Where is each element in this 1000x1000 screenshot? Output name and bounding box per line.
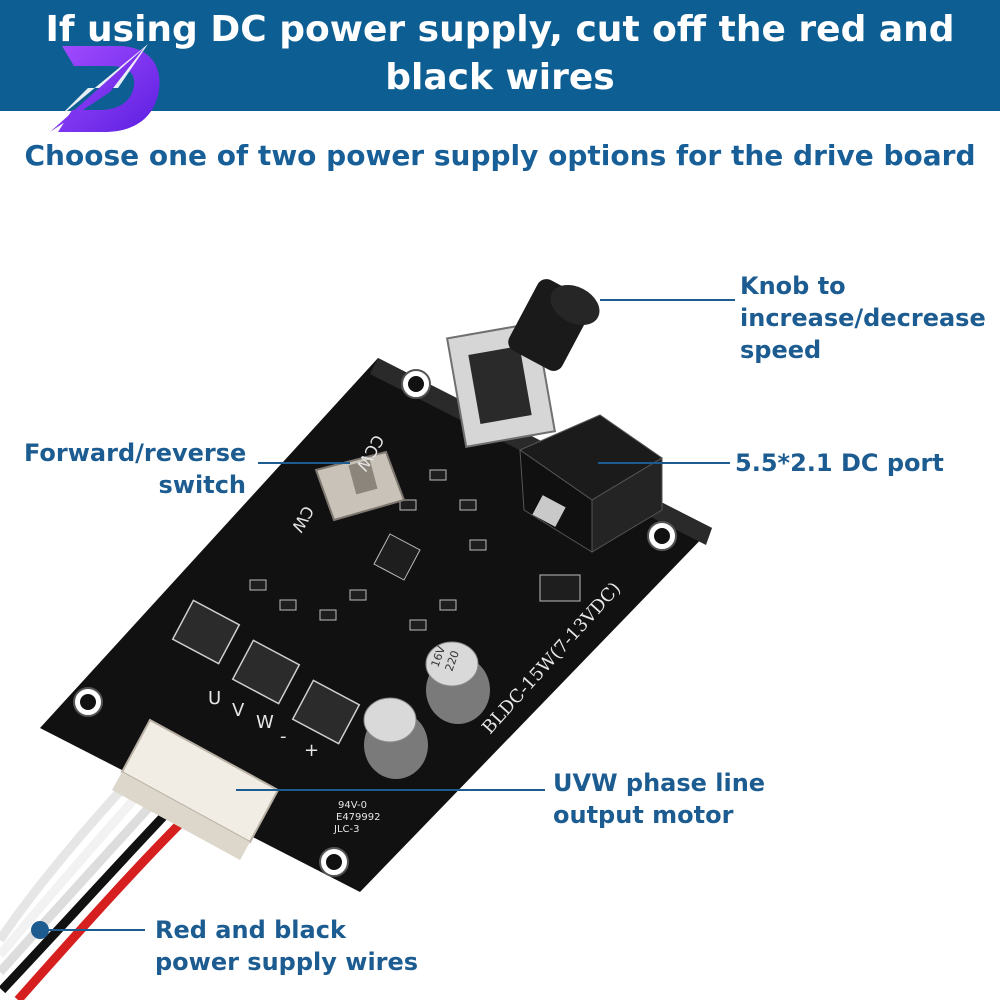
callout-uvw: UVW phase line output motor — [553, 767, 765, 831]
mounting-holes — [73, 369, 677, 877]
wire-marker-dot — [31, 921, 49, 939]
pin-label-v: V — [232, 700, 245, 721]
callout-knob-line3: speed — [740, 336, 822, 364]
brand-logo-icon — [50, 44, 160, 132]
dc-power-jack[interactable] — [518, 414, 663, 553]
banner-title-line1: If using DC power supply, cut off the re… — [45, 9, 955, 50]
banner-title-line2: black wires — [385, 57, 615, 98]
callout-uvw-line2: output motor — [553, 801, 734, 829]
banner-title: If using DC power supply, cut off the re… — [0, 6, 1000, 102]
pin-label-neg: - — [280, 726, 287, 747]
callout-knob-line1: Knob to — [740, 272, 846, 300]
callout-lines — [42, 299, 735, 931]
cert-line3: JLC-3 — [333, 824, 359, 835]
pin-label-pos: + — [304, 740, 319, 761]
callout-forward-reverse: Forward/reverse switch — [24, 437, 246, 501]
callout-fwd-line2: switch — [158, 471, 246, 499]
callout-fwd-line1: Forward/reverse — [24, 439, 247, 467]
pin-label-w: W — [256, 712, 274, 733]
callout-dc-port: 5.5*2.1 DC port — [735, 447, 944, 479]
uvw-connector — [112, 718, 280, 860]
header-banner: If using DC power supply, cut off the re… — [0, 0, 1000, 111]
callout-power-wires: Red and black power supply wires — [155, 914, 418, 978]
cert-line2: E479992 — [336, 812, 381, 823]
callout-dc-line1: 5.5*2.1 DC port — [735, 449, 944, 477]
callout-knob-line2: increase/decrease — [740, 304, 986, 332]
direction-switch[interactable] — [314, 450, 406, 522]
cert-line1: 94V-0 — [338, 800, 367, 811]
callout-uvw-line1: UVW phase line — [553, 769, 766, 797]
subtitle: Choose one of two power supply options f… — [24, 139, 976, 172]
pin-label-u: U — [208, 688, 221, 709]
smd-components — [249, 469, 581, 631]
mosfets — [171, 599, 361, 745]
callout-wires-line1: Red and black — [155, 916, 346, 944]
capacitors — [363, 641, 490, 779]
speed-knob[interactable] — [445, 276, 606, 448]
callout-knob: Knob to increase/decrease speed — [740, 270, 986, 366]
callout-wires-line2: power supply wires — [155, 948, 419, 976]
